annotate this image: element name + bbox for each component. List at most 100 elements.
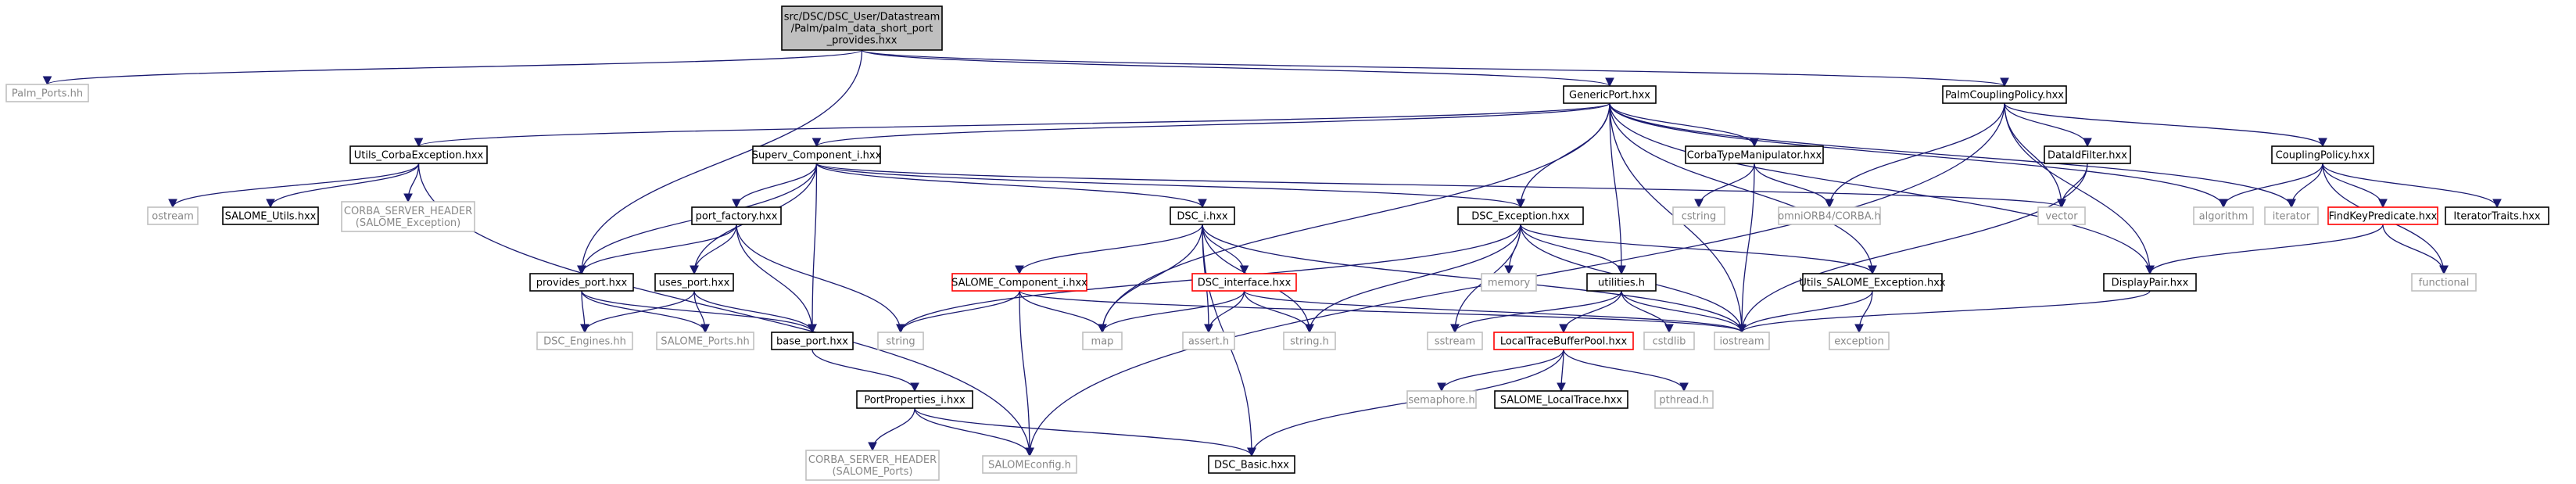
- include-edge: [1098, 102, 1610, 334]
- node-utilities[interactable]: utilities.h: [1586, 273, 1657, 292]
- edge-couplingpolicy-to-algorithm: [2219, 163, 2323, 209]
- node-cstring: cstring: [1672, 206, 1725, 225]
- node-box: [752, 145, 881, 164]
- node-label: (SALOME_Ports): [832, 466, 912, 478]
- node-label: ostream: [152, 211, 194, 223]
- node-label: DSC_Engines.hh: [543, 336, 626, 348]
- node-iostream: iostream: [1714, 332, 1770, 350]
- node-corbatype[interactable]: CorbaTypeManipulator.hxx: [1685, 145, 1824, 164]
- node-salome_utils[interactable]: SALOME_Utils.hxx: [222, 206, 319, 225]
- node-salomeconfig: SALOMEconfig.h: [982, 455, 1077, 474]
- node-box: [536, 332, 633, 350]
- node-provides_port[interactable]: provides_port.hxx: [529, 273, 634, 292]
- node-box: [1208, 455, 1295, 474]
- edge-utilities-to-iostream: [1621, 290, 1747, 334]
- node-label: algorithm: [2199, 211, 2248, 223]
- node-box: [1406, 390, 1477, 409]
- edge-portproperties-to-dsc_basic: [914, 407, 1256, 457]
- node-base_port[interactable]: base_port.hxx: [771, 332, 854, 350]
- node-label: omniORB4/CORBA.h: [1778, 211, 1881, 223]
- node-salome_component[interactable]: SALOME_Component_i.hxx: [951, 273, 1087, 292]
- edge-salome_component-to-map: [1019, 290, 1107, 334]
- edge-port_factory-to-uses_port: [690, 224, 737, 275]
- include-edge: [1557, 349, 1566, 393]
- include-edge: [1305, 224, 1521, 334]
- include-edge: [1202, 224, 1747, 334]
- node-box: [1170, 206, 1235, 225]
- node-label: iterator: [2273, 211, 2311, 223]
- node-box: [2044, 145, 2131, 164]
- node-utils_salome_exc[interactable]: Utils_SALOME_Exception.hxx: [1799, 273, 1946, 292]
- edge-dsc_i-to-dsc_interface: [1202, 224, 1249, 275]
- node-root[interactable]: src/DSC/DSC_User/Datastream/Palm/palm_da…: [781, 5, 943, 51]
- node-portproperties[interactable]: PortProperties_i.hxx: [856, 390, 973, 409]
- include-edge: [736, 224, 905, 334]
- node-port_factory[interactable]: port_factory.hxx: [691, 206, 782, 225]
- edges-layer: [43, 49, 2502, 457]
- include-edge: [1609, 102, 2296, 209]
- edge-utils_salome_exc-to-exception: [1854, 290, 1873, 334]
- node-label: port_factory.hxx: [696, 211, 778, 223]
- node-exception: exception: [1829, 332, 1890, 350]
- include-edge: [1243, 290, 1747, 334]
- edge-genericport-to-displaypair: [1609, 102, 2155, 275]
- edge-base_port-to-portproperties: [811, 349, 919, 393]
- node-displaypair[interactable]: DisplayPair.hxx: [2103, 273, 2197, 292]
- node-functional: functional: [2411, 273, 2477, 292]
- include-edge: [1825, 102, 2005, 209]
- include-edge: [577, 224, 737, 275]
- node-dataidfilter[interactable]: DataIdFilter.hxx: [2044, 145, 2131, 164]
- include-edge: [811, 349, 919, 393]
- node-findkey[interactable]: FindKeyPredicate.hxx: [2327, 206, 2438, 225]
- edge-superv-to-vector: [815, 163, 2066, 209]
- node-salome_ports: SALOME_Ports.hh: [656, 332, 754, 350]
- include-edge: [1621, 290, 1747, 334]
- node-box: [1427, 332, 1483, 350]
- node-label: DisplayPair.hxx: [2112, 278, 2189, 289]
- node-ostream: ostream: [147, 206, 199, 225]
- node-box: [2411, 273, 2477, 292]
- node-dsc_interface[interactable]: DSC_interface.hxx: [1191, 273, 1297, 292]
- node-vector: vector: [2037, 206, 2086, 225]
- include-edge: [581, 290, 817, 334]
- node-label: PalmCouplingPolicy.hxx: [1945, 90, 2064, 102]
- node-couplingpolicy[interactable]: CouplingPolicy.hxx: [2271, 145, 2374, 164]
- node-localtrace_pool[interactable]: LocalTraceBufferPool.hxx: [1493, 332, 1634, 350]
- include-edge: [580, 290, 589, 334]
- edge-genericport-to-iterator: [1609, 102, 2296, 209]
- edge-superv-to-port_factory: [732, 163, 818, 209]
- node-box: [2445, 206, 2549, 225]
- include-edge: [1520, 224, 1626, 275]
- node-genericport[interactable]: GenericPort.hxx: [1563, 85, 1657, 104]
- node-box: [771, 332, 854, 350]
- node-dsc_basic[interactable]: DSC_Basic.hxx: [1208, 455, 1295, 474]
- node-palmcoupling[interactable]: PalmCouplingPolicy.hxx: [1942, 85, 2067, 104]
- include-edge: [2322, 163, 2388, 209]
- node-label: sstream: [1435, 336, 1475, 348]
- include-edge: [2004, 102, 2092, 148]
- edge-palmcoupling-to-omniorb: [1825, 102, 2005, 209]
- include-edge: [1202, 224, 1249, 275]
- node-label: DSC_Exception.hxx: [1471, 211, 1570, 223]
- node-salome_localtrace[interactable]: SALOME_LocalTrace.hxx: [1494, 390, 1628, 409]
- edge-dsc_interface-to-assert: [1204, 290, 1245, 334]
- node-utils_corba[interactable]: Utils_CorbaException.hxx: [349, 145, 488, 164]
- node-label: base_port.hxx: [776, 336, 848, 348]
- node-dsc_i[interactable]: DSC_i.hxx: [1170, 206, 1235, 225]
- node-assert: assert.h: [1182, 332, 1235, 350]
- include-edge: [1019, 290, 1747, 334]
- edge-uses_port-to-salome_ports: [693, 290, 710, 334]
- include-edge: [868, 407, 915, 452]
- node-box: [656, 332, 754, 350]
- node-label: provides_port.hxx: [536, 278, 628, 289]
- node-uses_port[interactable]: uses_port.hxx: [654, 273, 734, 292]
- include-edge: [1015, 224, 1203, 275]
- include-edge: [1098, 290, 1245, 334]
- edge-provides_port-to-salome_ports: [581, 290, 710, 334]
- node-algorithm: algorithm: [2193, 206, 2254, 225]
- node-iteratortraits[interactable]: IteratorTraits.hxx: [2445, 206, 2549, 225]
- edge-salome_component-to-salomeconfig: [1019, 290, 1034, 457]
- include-edge: [1520, 224, 1877, 275]
- node-superv[interactable]: Superv_Component_i.hxx: [752, 145, 882, 164]
- node-dsc_exception[interactable]: DSC_Exception.hxx: [1457, 206, 1584, 225]
